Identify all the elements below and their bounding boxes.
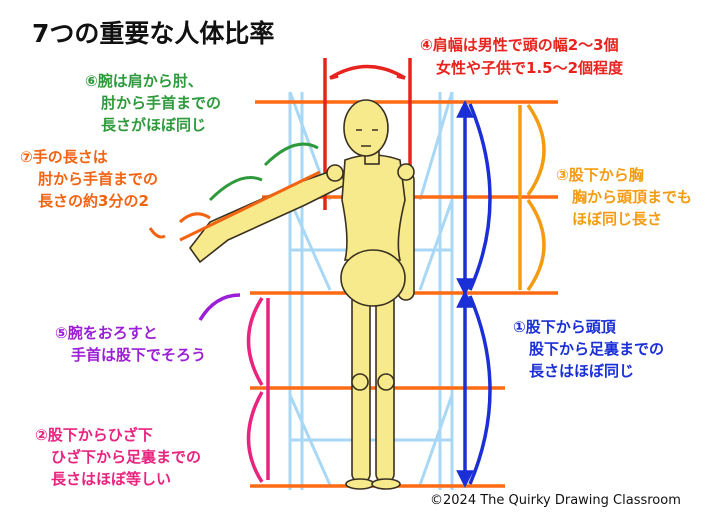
svg-text:長さはほぼ同じ: 長さはほぼ同じ [529, 362, 634, 380]
blue-measure-arrow [456, 100, 492, 488]
note-wrist-position: ⑤腕をおろすと 手首は股下でそろう [55, 324, 206, 364]
orange-measure-arrow [518, 103, 546, 292]
page-title: 7つの重要な人体比率 [32, 19, 274, 48]
svg-text:ひざ下から足裏までの: ひざ下から足裏までの [51, 448, 201, 466]
copyright: ©2024 The Quirky Drawing Classroom [430, 493, 681, 508]
svg-text:長さがほぼ同じ: 長さがほぼ同じ [101, 116, 206, 134]
svg-text:③股下から胸: ③股下から胸 [556, 166, 644, 184]
svg-text:①股下から頭頂: ①股下から頭頂 [513, 318, 617, 336]
note-leg-ratio: ②股下からひざ下 ひざ下から足裏までの 長さはほぼ等しい [35, 426, 201, 488]
svg-text:長さの約3分の2: 長さの約3分の2 [38, 192, 149, 210]
svg-text:②股下からひざ下: ②股下からひざ下 [35, 426, 153, 444]
svg-text:女性や子供で1.5～2個程度: 女性や子供で1.5～2個程度 [436, 59, 624, 77]
note-height-ratio: ①股下から頭頂 股下から足裏までの 長さはほぼ同じ [513, 318, 664, 380]
svg-text:⑤腕をおろすと: ⑤腕をおろすと [55, 324, 158, 342]
svg-text:ほぼ同じ長さ: ほぼ同じ長さ [572, 210, 662, 228]
note-chest-ratio: ③股下から胸 胸から頭頂までも ほぼ同じ長さ [556, 166, 692, 228]
svg-text:⑦手の長さは: ⑦手の長さは [20, 148, 108, 166]
svg-text:長さはほぼ等しい: 長さはほぼ等しい [51, 470, 171, 488]
note-hand-length: ⑦手の長さは 肘から手首までの 長さの約3分の2 [20, 148, 158, 210]
svg-text:手首は股下でそろう: 手首は股下でそろう [71, 346, 206, 364]
mannequin-figure [189, 99, 415, 490]
arm-measure-arrows [148, 142, 321, 242]
svg-text:⑥腕は肩から肘、: ⑥腕は肩から肘、 [85, 72, 203, 90]
purple-arrow [198, 293, 241, 321]
svg-text:④肩幅は男性で頭の幅2～3個: ④肩幅は男性で頭の幅2～3個 [420, 36, 619, 54]
pink-measure-arrow [246, 297, 270, 483]
note-shoulder-width: ④肩幅は男性で頭の幅2～3個 女性や子供で1.5～2個程度 [420, 36, 624, 77]
note-arm-length: ⑥腕は肩から肘、 肘から手首までの 長さがほぼ同じ [85, 72, 221, 134]
svg-text:股下から足裏までの: 股下から足裏までの [529, 340, 664, 358]
svg-text:肘から手首までの: 肘から手首までの [101, 94, 221, 112]
svg-text:胸から頭頂までも: 胸から頭頂までも [572, 188, 692, 206]
svg-text:肘から手首までの: 肘から手首までの [38, 170, 158, 188]
